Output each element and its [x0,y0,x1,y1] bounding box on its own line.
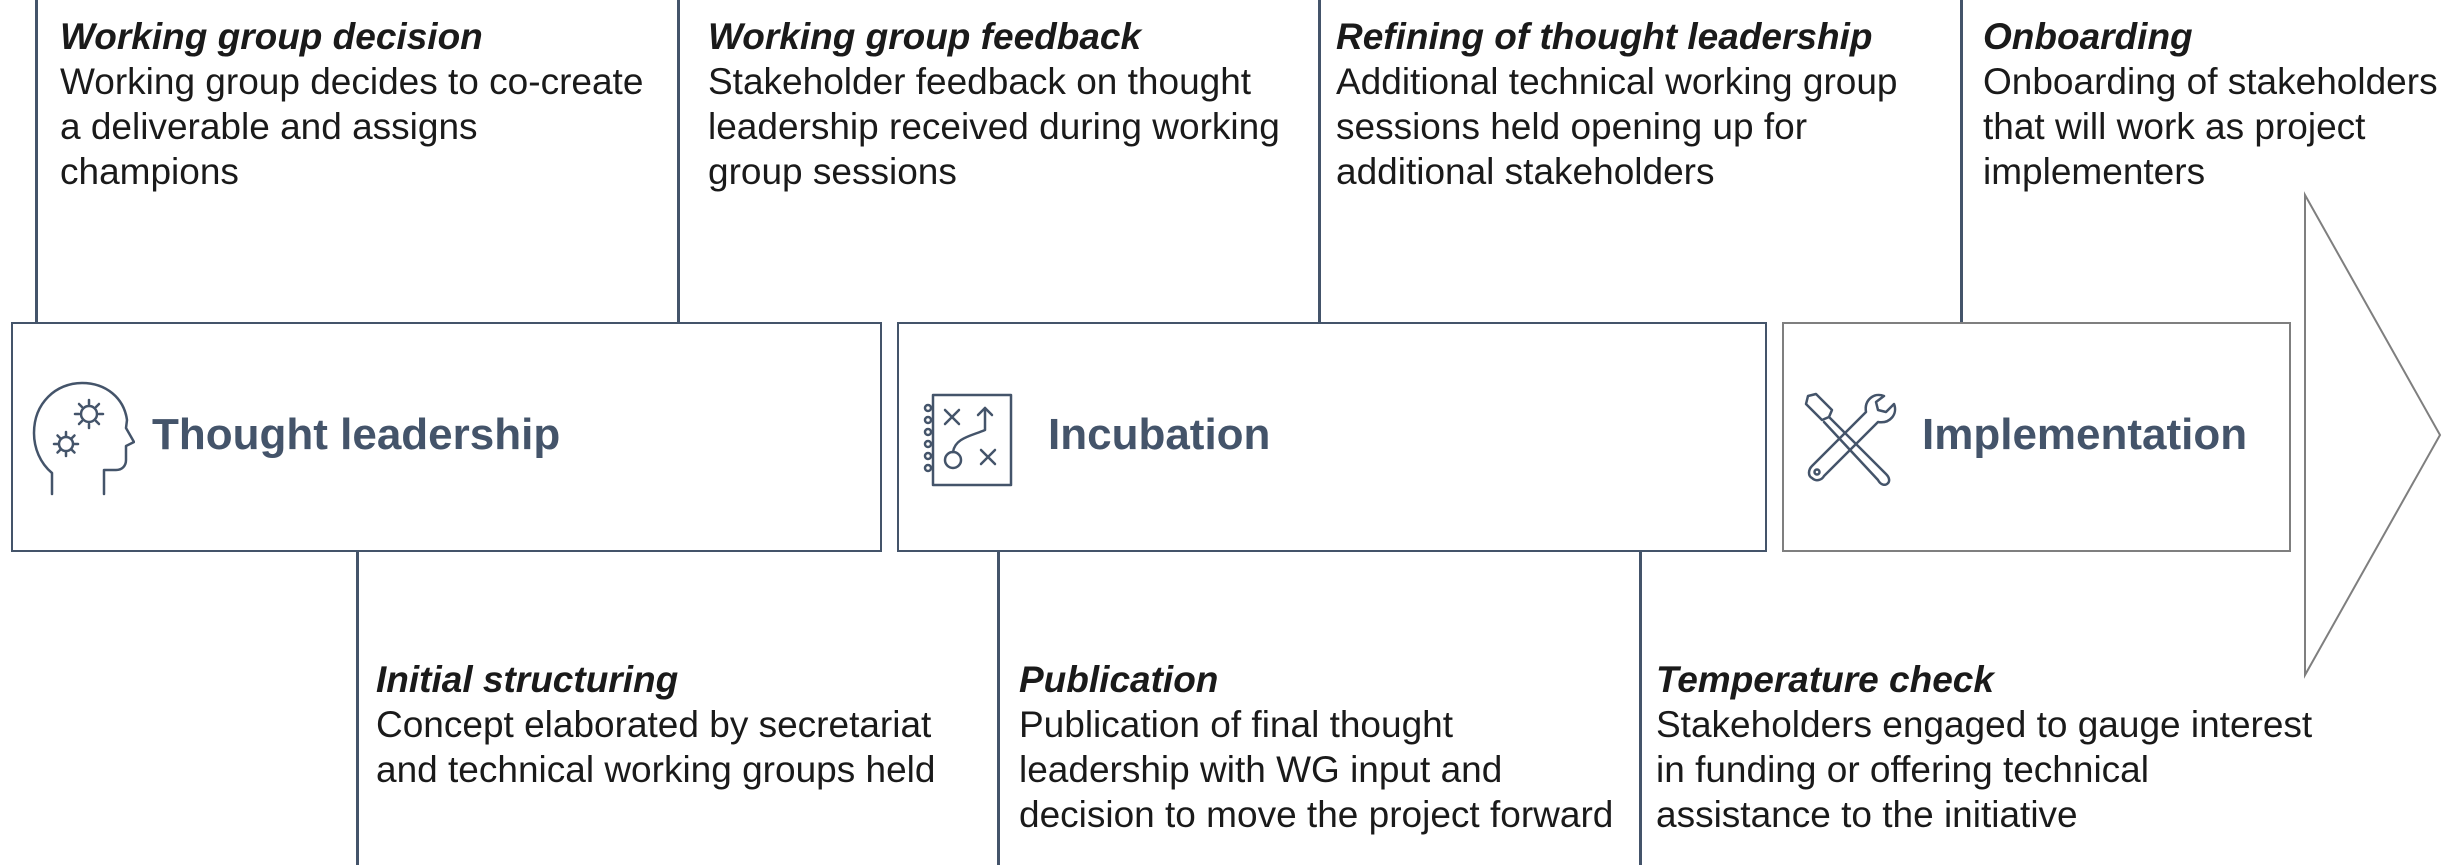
step-description: Additional technical working group sessi… [1336,61,1898,192]
step-title: Working group feedback [708,16,1142,57]
connector-line [1318,0,1321,323]
step-onboarding: Onboarding Onboarding of stakeholders th… [1983,14,2453,194]
step-description: Publication of final thought leadership … [1019,704,1614,835]
step-working-group-feedback: Working group feedback Stakeholder feedb… [708,14,1288,194]
step-description: Stakeholder feedback on thought leadersh… [708,61,1280,192]
step-title: Working group decision [60,16,483,57]
connector-line [356,550,359,865]
step-temperature-check: Temperature check Stakeholders engaged t… [1656,657,2316,837]
strategy-board-icon [923,393,1013,487]
tools-icon [1804,392,1897,486]
step-working-group-decision: Working group decision Working group dec… [60,14,650,194]
stage-title-thought-leadership: Thought leadership [152,410,561,459]
step-description: Stakeholders engaged to gauge interest i… [1656,704,2313,835]
connector-line [1960,0,1963,323]
step-title: Publication [1019,659,1219,700]
step-title: Temperature check [1656,659,1994,700]
stage-box-incubation [897,322,1767,552]
step-title: Refining of thought leadership [1336,16,1873,57]
stage-title-incubation: Incubation [1048,410,1271,459]
step-description: Concept elaborated by secretariat and te… [376,704,936,790]
step-initial-structuring: Initial structuring Concept elaborated b… [376,657,986,792]
stage-title-implementation: Implementation [1922,410,2248,459]
step-title: Initial structuring [376,659,679,700]
process-arrow [2304,191,2442,679]
head-gears-icon [32,381,135,496]
connector-line [1639,550,1642,865]
step-publication: Publication Publication of final thought… [1019,657,1619,837]
connector-line [677,0,680,323]
step-refining-thought-leadership: Refining of thought leadership Additiona… [1336,14,1946,194]
connector-line [997,550,1000,865]
connector-line [35,0,38,323]
step-description: Onboarding of stakeholders that will wor… [1983,61,2438,192]
step-title: Onboarding [1983,16,2193,57]
step-description: Working group decides to co-create a del… [60,61,644,192]
stage-box-thought-leadership [11,322,882,552]
stage-box-implementation [1782,322,2291,552]
